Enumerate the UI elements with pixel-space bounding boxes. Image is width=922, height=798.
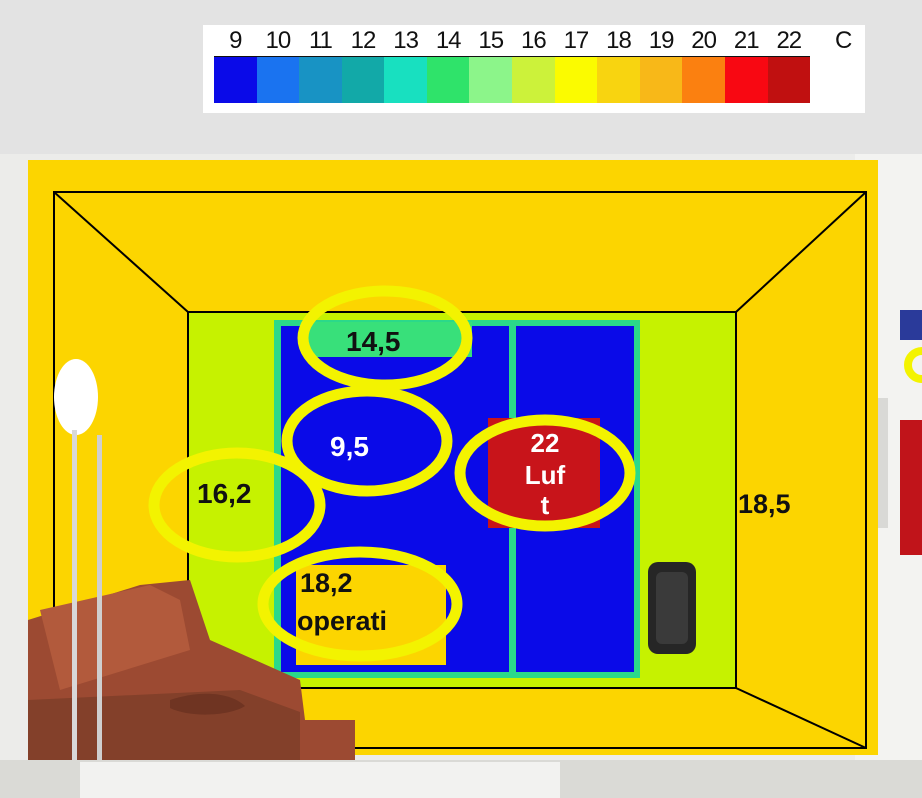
- edge-red-patch: [900, 420, 922, 555]
- air-temperature-label-line2: Luf: [525, 460, 566, 490]
- edge-blue-patch: [900, 310, 922, 340]
- left-wall-temperature-label: 16,2: [197, 478, 252, 509]
- floor-light-area: [80, 762, 560, 798]
- operative-temperature-value: 18,2: [300, 568, 353, 598]
- air-temperature-value: 22: [531, 428, 560, 458]
- heater-icon: [648, 562, 696, 654]
- window-temperature-label: 9,5: [330, 431, 369, 462]
- air-temperature-label-line3: t: [541, 490, 550, 520]
- ceiling-temperature-label: 14,5: [346, 326, 401, 357]
- right-wall-temperature-label: 18,5: [738, 489, 791, 519]
- operative-temperature-label: operati: [297, 606, 387, 636]
